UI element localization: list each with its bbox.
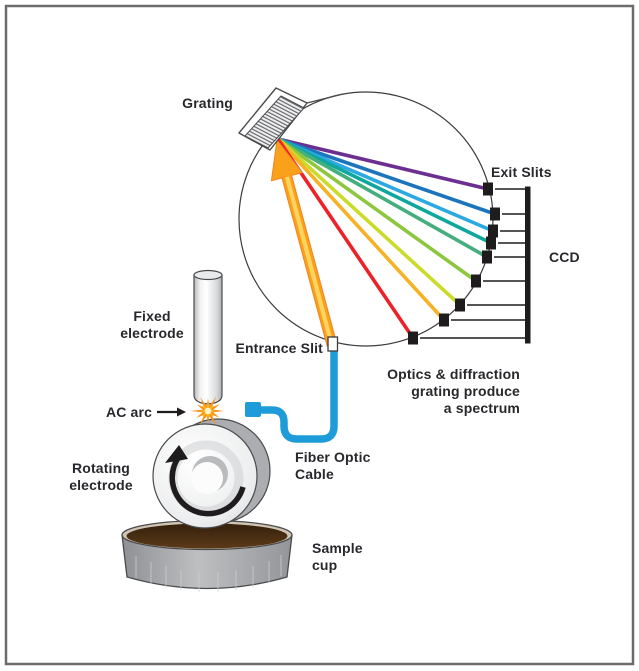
sample-cup-label: Sample cup [312, 540, 363, 573]
fiber-connector-plug [245, 402, 261, 417]
sample-cup [121, 519, 293, 592]
exit-slit-marker [490, 207, 500, 221]
ccd-bar [525, 186, 531, 344]
ray-orange [276, 137, 446, 322]
input-beam-arrow [270, 139, 338, 347]
fixed-electrode-label: Fixed electrode [120, 308, 184, 341]
exit-slit-marker [408, 331, 418, 345]
spectrum-caption: Optics & diffraction grating produce a s… [387, 366, 520, 416]
ray-yellow-green [276, 137, 478, 283]
ray-teal [276, 137, 493, 245]
entrance-slit-label: Entrance Slit [235, 340, 323, 356]
rotation-arrow-icon [165, 445, 246, 517]
cup-texture [135, 555, 282, 592]
exit-slit-marker [471, 274, 481, 288]
ray-yellow [276, 137, 462, 307]
exit-slit-marker [483, 182, 493, 196]
frame-border [4, 4, 635, 666]
ccd-detector [420, 186, 531, 344]
rotating-electrode-label: Rotating electrode [69, 460, 133, 493]
fiber-optic-cable-label: Fiber Optic Cable [295, 449, 371, 482]
cup-sample-material [126, 523, 288, 549]
exit-slits-label: Exit Slits [491, 164, 552, 180]
grating-ruled-face [244, 95, 305, 149]
exit-slit-marker [455, 298, 465, 312]
entrance-slit-marker [327, 336, 339, 352]
ac-arc-pointer-arrow [157, 407, 186, 417]
grating-mount-line [306, 93, 344, 104]
ray-violet [276, 137, 490, 191]
ac-arc-label: AC arc [105, 404, 152, 420]
grating-label: Grating [182, 95, 233, 111]
ac-arc-spark-icon [190, 396, 224, 426]
exit-slit-marker [488, 224, 498, 238]
rotating-electrode-disc [152, 418, 271, 529]
ccd-label: CCD [549, 249, 580, 265]
grating [238, 87, 344, 151]
exit-slit-marker [439, 313, 449, 327]
ray-blue [276, 137, 497, 216]
exit-slit-markers [408, 182, 500, 345]
ray-green [276, 137, 489, 259]
exit-slit-marker [482, 250, 492, 264]
exit-slit-marker [486, 236, 496, 250]
fiber-optic-cable [245, 350, 338, 443]
ray-cyan [276, 137, 495, 233]
